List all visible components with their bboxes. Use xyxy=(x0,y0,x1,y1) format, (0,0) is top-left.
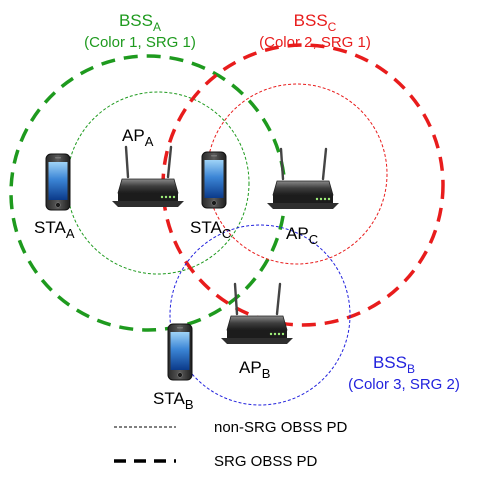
sta-b-smartphone-icon xyxy=(167,323,193,381)
bss-a-params: (Color 1, SRG 1) xyxy=(84,34,196,51)
ap-a-router-icon xyxy=(110,145,186,209)
ap-c-router-icon xyxy=(265,147,341,211)
legend-srg-label: SRG OBSS PD xyxy=(214,453,318,470)
bss-b-title: BSSB xyxy=(373,353,415,376)
bss-a-title: BSSA xyxy=(119,11,161,34)
sta-a-smartphone-icon xyxy=(45,153,71,211)
bss-b-non-srg-range xyxy=(169,224,351,406)
ap-b-router-icon xyxy=(219,282,295,346)
ap-b-label: APB xyxy=(239,358,270,381)
bss-b-params: (Color 3, SRG 2) xyxy=(348,376,460,393)
ap-a-label: APA xyxy=(122,126,154,149)
legend-non-srg-label: non-SRG OBSS PD xyxy=(214,419,348,436)
ap-c-label: APC xyxy=(286,224,318,247)
bss-c-params: (Color 2, SRG 1) xyxy=(259,34,371,51)
sta-a-label: STAA xyxy=(34,218,75,241)
bss-c-title: BSSC xyxy=(294,11,337,34)
sta-b-label: STAB xyxy=(153,389,193,412)
sta-c-smartphone-icon xyxy=(201,151,227,209)
sta-c-label: STAC xyxy=(190,218,231,241)
